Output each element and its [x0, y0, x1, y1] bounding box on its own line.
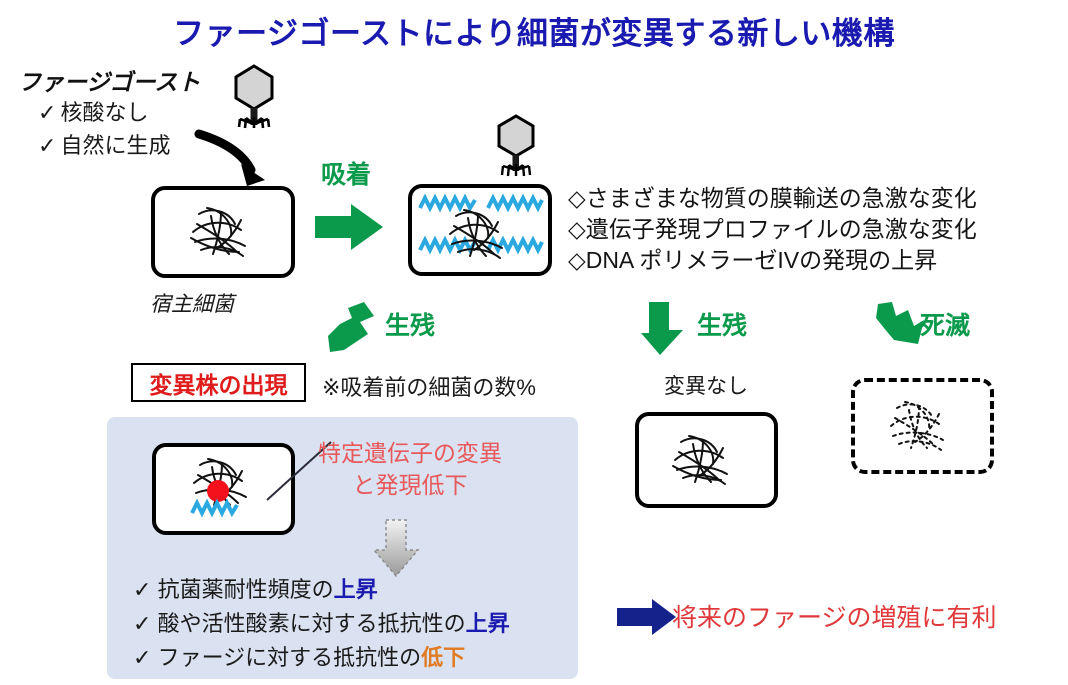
check-icon: ✓ [133, 645, 152, 670]
phage-ghost-bullet-1-label: 核酸なし [60, 100, 149, 125]
effects-item-2: ◇遺伝子発現プロファイルの急激な変化 [568, 214, 977, 245]
mutation-annotation-line-2: と発現低下 [352, 472, 468, 498]
outcome-item-3: ✓ ファージに対する抵抗性の低下 [133, 640, 465, 672]
phage-ghost-icon [222, 62, 286, 132]
consequence-arrow-icon [370, 518, 422, 580]
outcome-item-2-emphasis: 上昇 [465, 611, 510, 636]
mutation-annotation-line-1: 特定遺伝子の変異 [318, 440, 502, 466]
check-icon: ✓ [38, 100, 57, 125]
outcome-item-2: ✓ 酸や活性酸素に対する抵抗性の上昇 [133, 606, 510, 638]
page-title: ファージゴーストにより細菌が変異する新しい機構 [173, 16, 895, 51]
effects-list: ◇さまざまな物質の膜輸送の急激な変化 ◇遺伝子発現プロファイルの急激な変化 ◇D… [568, 183, 977, 276]
effects-item-3: ◇DNA ポリメラーゼIVの発現の上昇 [568, 245, 977, 276]
dead-bacterium-box [851, 378, 994, 474]
effects-item-3-label: DNA ポリメラーゼIVの発現の上昇 [585, 247, 938, 273]
outcome-item-3-text: ファージに対する抵抗性の [157, 645, 422, 670]
death-arrow-icon [870, 300, 928, 356]
outcome-item-1-emphasis: 上昇 [333, 577, 378, 602]
check-icon: ✓ [133, 611, 152, 636]
diamond-bullet-icon: ◇ [568, 247, 586, 273]
phage-ghost-heading: ファージゴースト [18, 69, 201, 95]
diamond-bullet-icon: ◇ [568, 185, 586, 211]
host-bacterium-label: 宿主細菌 [150, 293, 234, 316]
curved-infection-arrow [194, 128, 275, 193]
effects-item-1-label: さまざまな物質の膜輸送の急激な変化 [585, 185, 977, 211]
outcome-item-1: ✓ 抗菌薬耐性頻度の上昇 [133, 572, 378, 604]
no-mutation-bacterium-box [635, 412, 778, 508]
outcome-item-2-text: 酸や活性酸素に対する抵抗性の [157, 611, 466, 636]
annotation-leader-line [265, 438, 335, 508]
phage-ghost-bullet-2: ✓自然に生成 [38, 128, 170, 160]
attached-phage-icon [486, 112, 546, 178]
outcome-item-3-emphasis: 低下 [421, 645, 466, 670]
adsorption-arrow-icon [313, 202, 385, 252]
percent-note: ※吸着前の細菌の数% [322, 375, 536, 400]
mutation-dot-icon [207, 480, 229, 502]
diamond-bullet-icon: ◇ [568, 216, 586, 242]
host-bacterium-box [151, 186, 295, 278]
survival-label-left: 生残 [385, 312, 436, 340]
effects-item-1: ◇さまざまな物質の膜輸送の急激な変化 [568, 183, 977, 214]
mutant-emergence-box: 変異株の出現 [131, 363, 306, 402]
mutation-annotation: 特定遺伝子の変異 と発現低下 [318, 437, 502, 501]
outcome-item-1-text: 抗菌薬耐性頻度の [157, 577, 334, 602]
effects-item-2-label: 遺伝子発現プロファイルの急激な変化 [585, 216, 977, 242]
conclusion-label: 将来のファージの増殖に有利 [672, 604, 997, 632]
survival-label-mid: 生残 [697, 312, 748, 340]
survival-arrow-mid-icon [639, 300, 687, 358]
no-mutation-label: 変異なし [664, 375, 748, 398]
survival-arrow-left-icon [316, 300, 378, 360]
mutant-emergence-label: 変異株の出現 [149, 371, 288, 398]
mutant-bacterium-box [152, 443, 295, 535]
phage-ghost-bullet-2-label: 自然に生成 [60, 133, 171, 158]
adsorption-label: 吸着 [321, 161, 372, 189]
infected-bacterium-box [408, 184, 552, 276]
conclusion-arrow-icon [616, 598, 678, 636]
phage-ghost-bullet-1: ✓核酸なし [38, 95, 148, 127]
check-icon: ✓ [133, 577, 152, 602]
check-icon: ✓ [38, 133, 57, 158]
death-label: 死滅 [920, 312, 971, 340]
